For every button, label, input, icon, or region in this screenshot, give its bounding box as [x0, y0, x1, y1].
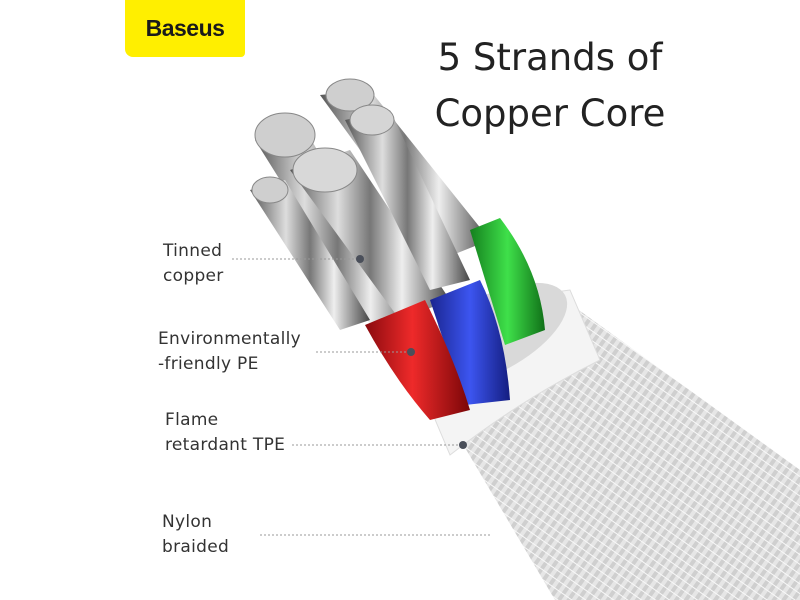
baseus-logo: Baseus: [125, 0, 245, 57]
green-wire: [470, 218, 545, 345]
label-line: Environmentally: [158, 329, 301, 349]
label-pe: Environmentally -friendly PE: [158, 327, 301, 377]
label-line: braided: [162, 537, 230, 557]
label-line: Nylon: [162, 512, 213, 532]
blue-wire: [430, 280, 510, 405]
logo-text: Baseus: [145, 15, 225, 41]
label-line: -friendly PE: [158, 354, 259, 374]
label-line: Flame: [165, 410, 219, 430]
copper-strands: [250, 78, 490, 340]
label-nylon: Nylon braided: [162, 510, 229, 560]
marker-dot: [459, 441, 467, 449]
red-wire: [365, 300, 470, 420]
headline-line-2: Copper Core: [434, 92, 666, 135]
marker-dot: [356, 255, 364, 263]
label-line: retardant TPE: [165, 435, 286, 455]
headline: 5 Strands of Copper Core: [410, 30, 690, 142]
marker-dot: [407, 348, 415, 356]
label-tpe: Flame retardant TPE: [165, 408, 285, 458]
label-line: Tinned: [163, 241, 223, 261]
label-tinned-copper: Tinned copper: [163, 239, 224, 289]
label-line: copper: [163, 266, 224, 286]
headline-line-1: 5 Strands of: [437, 36, 663, 79]
